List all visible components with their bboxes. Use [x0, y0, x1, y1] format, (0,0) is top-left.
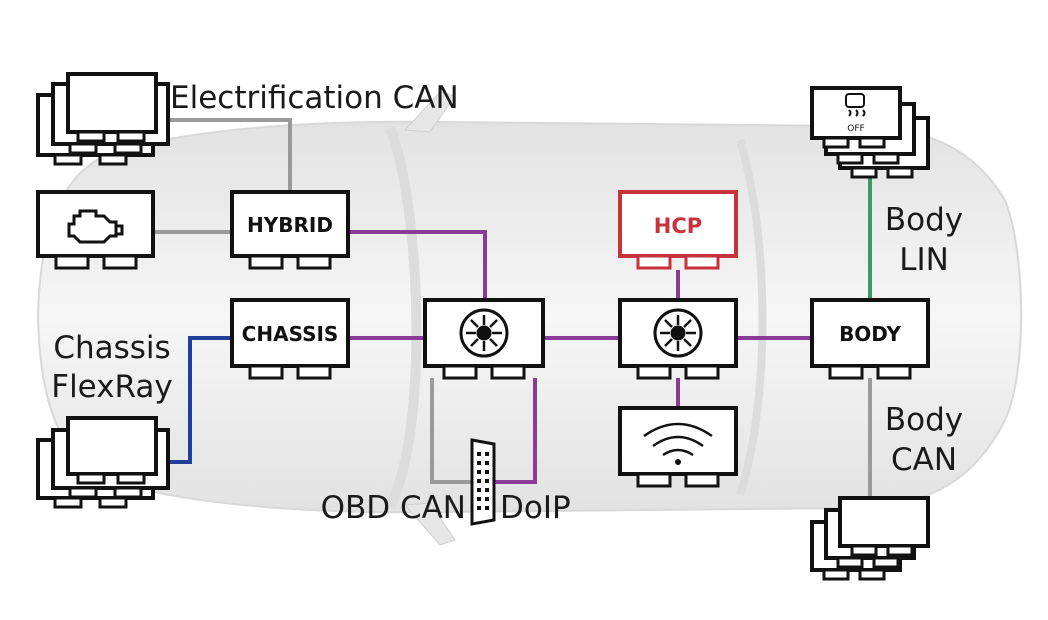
engine-ecu	[36, 190, 155, 270]
body-can-ecu-stack	[810, 496, 930, 581]
traction-off-text: OFF	[847, 124, 864, 134]
body-ecu: BODY	[810, 298, 930, 380]
gateway-icon	[653, 308, 703, 358]
hcp-ecu: HCP	[618, 190, 738, 270]
body-can-label-line1: Body	[885, 402, 963, 438]
bus-labels: Electrification CAN Chassis FlexRay OBD …	[51, 80, 963, 526]
engine-icon	[67, 209, 124, 244]
hcp-label: HCP	[654, 214, 702, 238]
central-gateway-1	[423, 298, 545, 380]
lin-ecu-stack: OFF	[810, 86, 930, 179]
telematics-ecu	[618, 406, 738, 488]
flexray-ecu-stack	[36, 416, 170, 509]
electrification-ecu-stack	[36, 72, 170, 166]
electrification-can-label: Electrification CAN	[170, 80, 459, 116]
wifi-icon	[643, 422, 713, 465]
body-lin-label-line2: LIN	[899, 242, 949, 278]
obd-can-wire	[430, 378, 474, 484]
doip-label: DoIP	[500, 490, 571, 526]
electrification-can-wire	[155, 118, 292, 190]
body-label: BODY	[839, 322, 901, 346]
chassis-ecu: CHASSIS	[230, 298, 350, 380]
chassis-flexray-label-line1: Chassis	[53, 330, 170, 366]
hybrid-ecu: HYBRID	[230, 190, 350, 270]
chassis-label: CHASSIS	[242, 322, 339, 346]
hybrid-label: HYBRID	[247, 213, 333, 237]
central-gateway-2	[618, 298, 738, 380]
ethernet-hybrid-wire	[348, 230, 487, 300]
chassis-flexray-label-line2: FlexRay	[51, 369, 173, 405]
body-lin-label-line1: Body	[885, 202, 963, 238]
gateway-icon	[459, 308, 509, 358]
wires	[155, 118, 872, 500]
obd-can-label: OBD CAN	[321, 490, 466, 526]
obd-connector	[470, 438, 496, 526]
body-can-label-line2: CAN	[891, 442, 957, 478]
doip-wire	[492, 378, 537, 484]
flexray-wire	[155, 336, 232, 464]
traction-control-off-icon	[845, 93, 866, 117]
